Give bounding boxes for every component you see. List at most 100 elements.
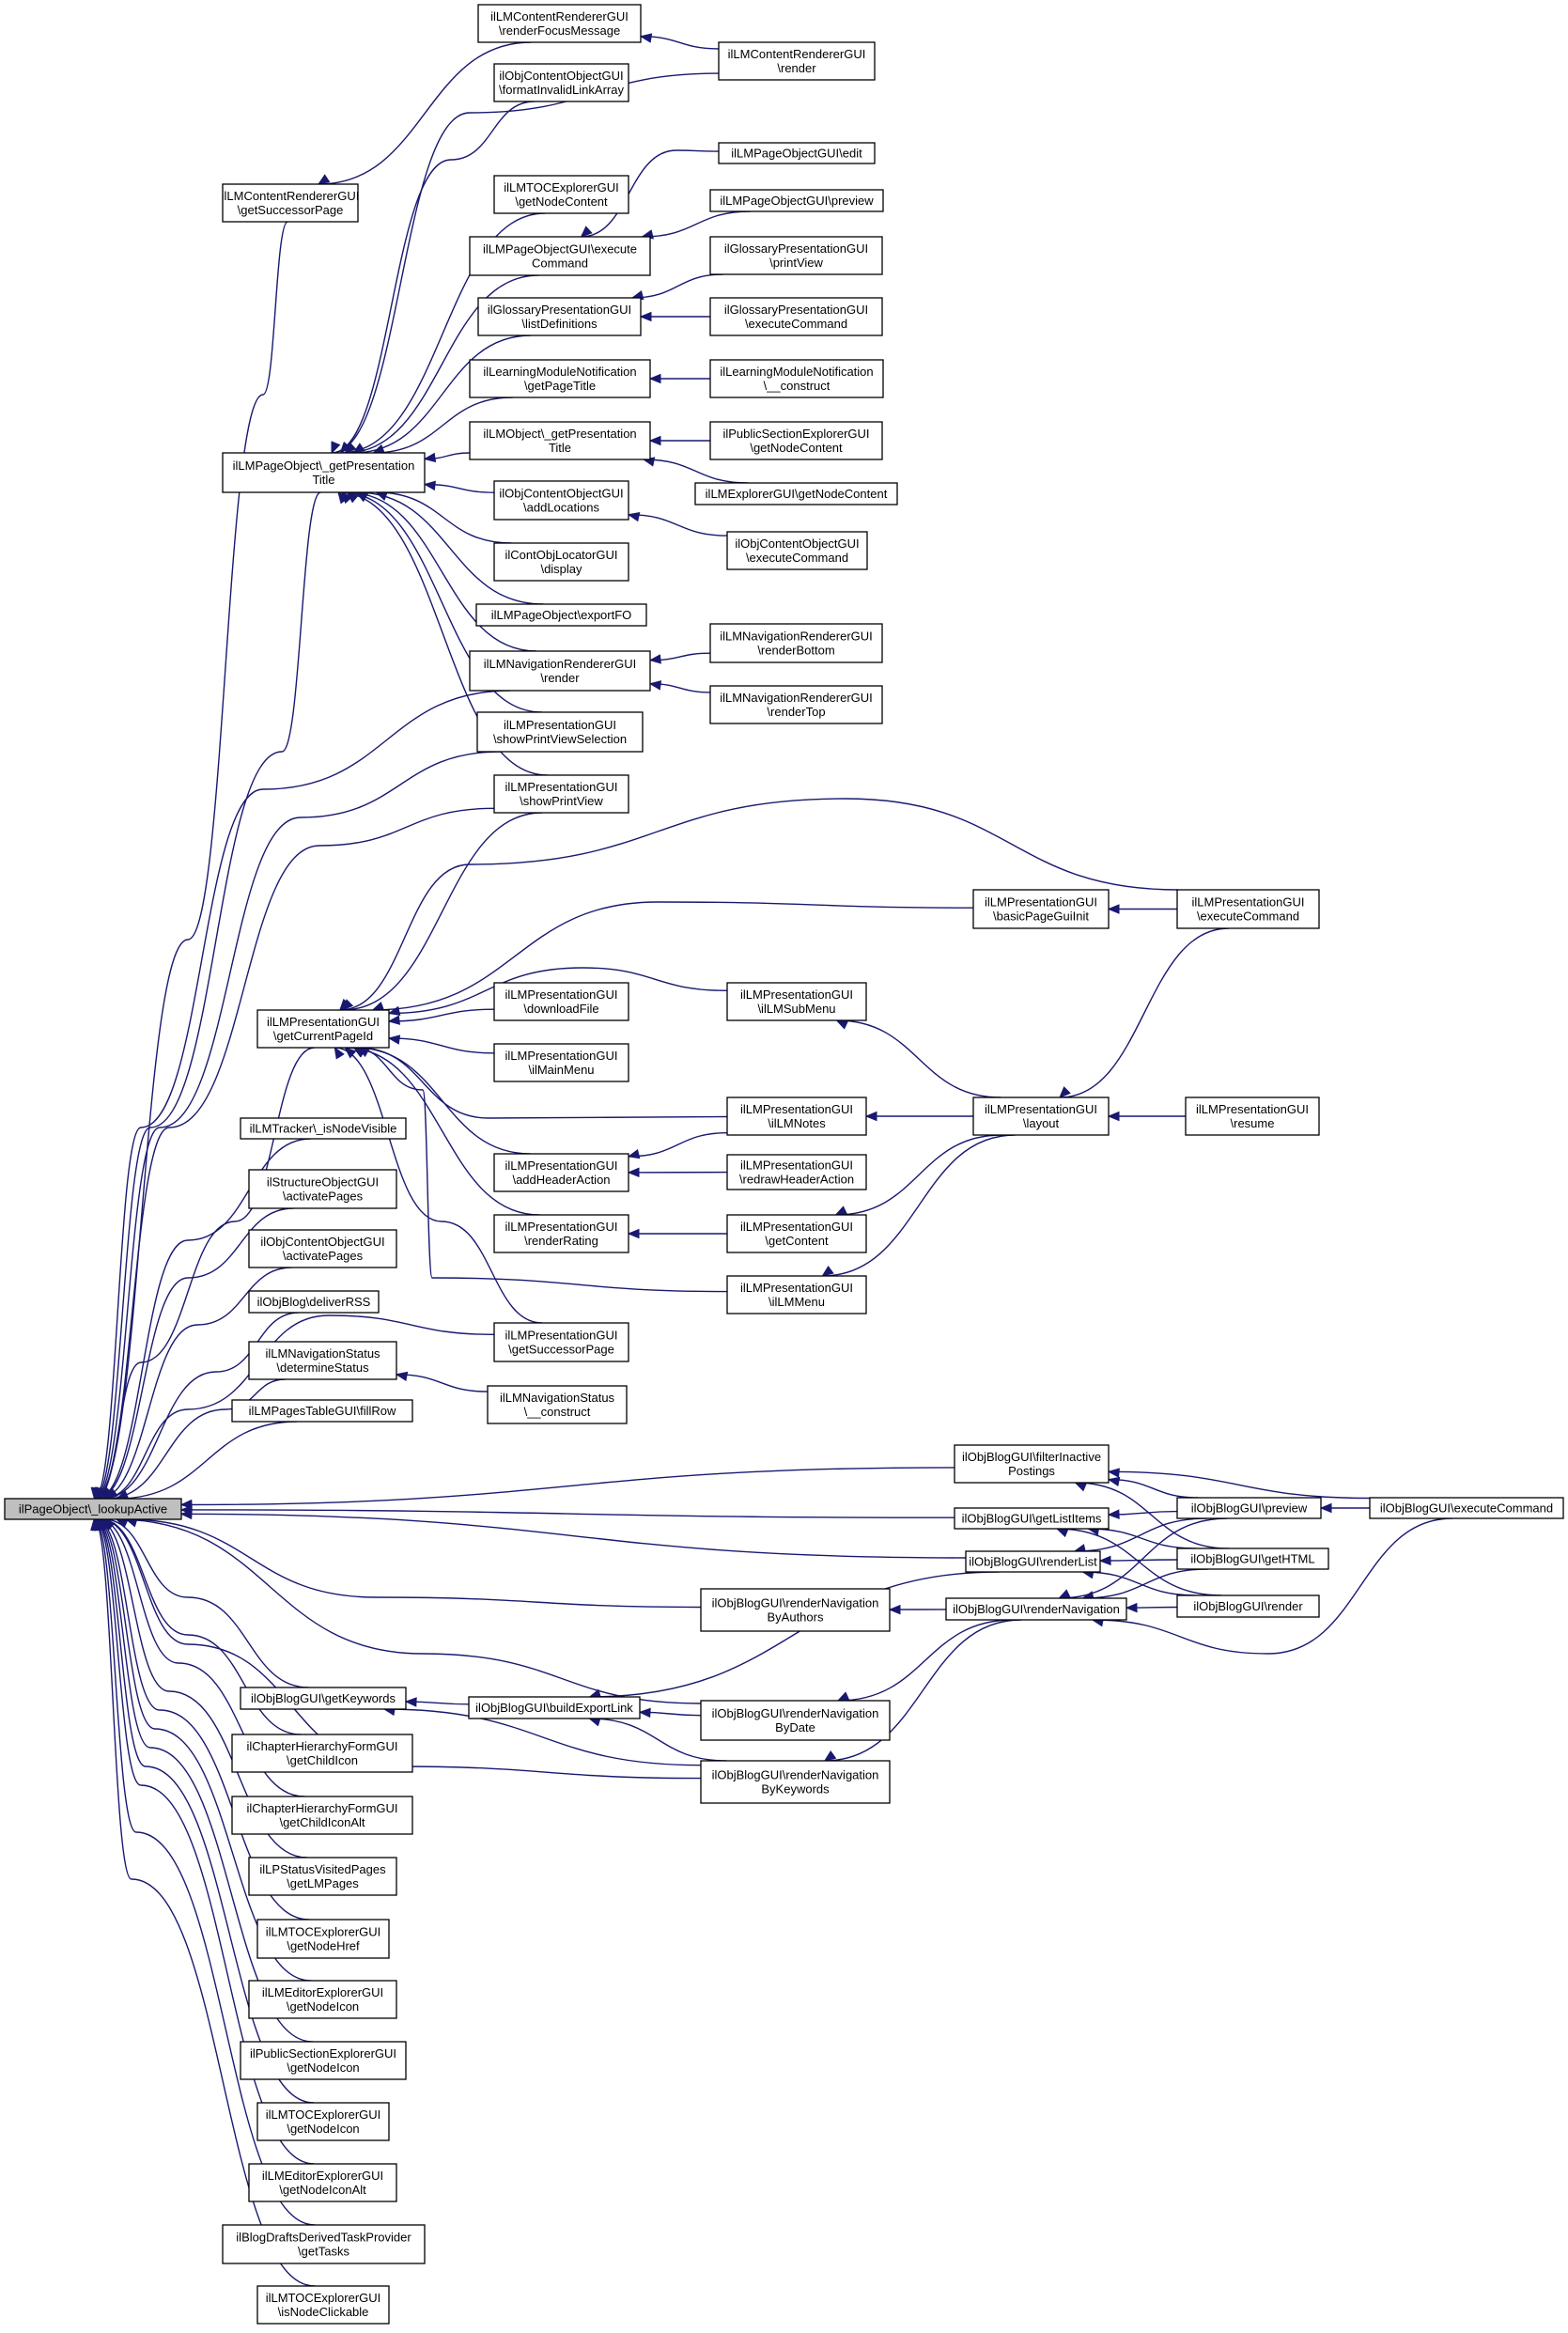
node-label: ilChapterHierarchyFormGUI [246, 1739, 397, 1753]
node-n-nav-bottom[interactable]: ilLMNavigationRendererGUI\renderBottom [709, 623, 883, 663]
node-n-content-render[interactable]: ilLMContentRendererGUI\render [718, 41, 876, 81]
node-n-navrend[interactable]: ilLMNavigationRendererGUI\render [469, 650, 651, 692]
node-n-rss[interactable]: ilObjBlog\deliverRSS [248, 1290, 380, 1314]
node-n-lmexplorer[interactable]: ilLMExplorerGUI\getNodeContent [694, 482, 898, 505]
node-n-editor-icon[interactable]: ilLMEditorExplorerGUI\getNodeIcon [248, 1980, 397, 2019]
node-n-locator[interactable]: ilContObjLocatorGUI\display [493, 542, 629, 582]
node-n-navstatus-con[interactable]: ilLMNavigationStatus\__construct [487, 1385, 628, 1424]
node-n-rating[interactable]: ilLMPresentationGUI\renderRating [493, 1214, 629, 1253]
node-label: ilLMExplorerGUI\getNodeContent [706, 487, 888, 501]
node-n-coo-exec[interactable]: ilObjContentObjectGUI\executeCommand [726, 531, 868, 570]
node-n-blog-render[interactable]: ilObjBlogGUI\render [1176, 1594, 1320, 1618]
node-root[interactable]: ilPageObject\_lookupActive [4, 1498, 182, 1520]
node-n-getcontent[interactable]: ilLMPresentationGUI\getContent [726, 1214, 867, 1253]
node-n-printsel[interactable]: ilLMPresentationGUI\showPrintViewSelecti… [476, 711, 644, 753]
node-n-basicinit[interactable]: ilLMPresentationGUI\basicPageGuiInit [972, 889, 1110, 929]
node-n-toc-click[interactable]: ilLMTOCExplorerGUI\isNodeClickable [256, 2285, 390, 2325]
node-n-drafts[interactable]: ilBlogDraftsDerivedTaskProvider\getTasks [222, 2224, 426, 2264]
node-label: ilLMContentRendererGUI [490, 9, 629, 23]
node-box [1176, 1548, 1329, 1570]
edge-n_tracker-to-root [96, 1138, 311, 1500]
node-n-keywords[interactable]: ilObjBlogGUI\getKeywords [240, 1687, 407, 1710]
edge-n_listitems-to-root [180, 1509, 955, 1518]
node-n-addloc[interactable]: ilObjContentObjectGUI\addLocations [493, 480, 629, 521]
node-n-rendernav[interactable]: ilObjBlogGUI\renderNavigation [945, 1597, 1127, 1621]
node-n-invalid[interactable]: ilObjContentObjectGUI\formatInvalidLinkA… [493, 63, 629, 102]
edge-n_renderlist-to-n_buildexport [589, 1571, 1000, 1698]
node-n-childicon[interactable]: ilChapterHierarchyFormGUI\getChildIcon [231, 1734, 413, 1773]
edge-n_successor-to-root [94, 221, 288, 1500]
node-label: \getLMPages [287, 1876, 359, 1890]
node-n-tracker[interactable]: ilLMTracker\_isNodeVisible [240, 1117, 407, 1140]
arrowhead [1107, 904, 1120, 914]
node-n-headeraction[interactable]: ilLMPresentationGUI\addHeaderAction [493, 1153, 629, 1192]
node-box [954, 1507, 1110, 1530]
node-n-download[interactable]: ilLMPresentationGUI\downloadFile [493, 982, 629, 1021]
node-n-editor-iconalt[interactable]: ilLMEditorExplorerGUI\getNodeIconAlt [248, 2163, 397, 2202]
node-box [469, 650, 651, 692]
arrowhead [627, 511, 641, 522]
node-n-listitems[interactable]: ilObjBlogGUI\getListItems [954, 1507, 1110, 1530]
edge-n_lmmenu-to-n_getcurpage [353, 1047, 728, 1293]
node-n-fillrow[interactable]: ilLMPagesTableGUI\fillRow [231, 1399, 413, 1423]
node-n-content-activate[interactable]: ilObjContentObjectGUI\activatePages [248, 1229, 397, 1268]
node-n-layout[interactable]: ilLMPresentationGUI\layout [972, 1097, 1110, 1136]
node-n-mainmenu[interactable]: ilLMPresentationGUI\ilMainMenu [493, 1043, 629, 1082]
node-n-gloss-exec[interactable]: ilGlossaryPresentationGUI\executeCommand [709, 297, 883, 336]
node-n-buildexport[interactable]: ilObjBlogGUI\buildExportLink [468, 1696, 641, 1719]
node-n-lmmenu[interactable]: ilLMPresentationGUI\ilLMMenu [726, 1275, 867, 1314]
node-n-lpstatus[interactable]: ilLPStatusVisitedPages\getLMPages [248, 1857, 397, 1896]
node-n-pres-succ[interactable]: ilLMPresentationGUI\getSuccessorPage [493, 1322, 629, 1362]
node-n-toc-content[interactable]: ilLMTOCExplorerGUI\getNodeContent [493, 175, 629, 214]
node-n-resume[interactable]: ilLMPresentationGUI\resume [1185, 1097, 1320, 1136]
node-label: ilObjContentObjectGUI [499, 69, 623, 83]
node-n-gloss-print[interactable]: ilGlossaryPresentationGUI\printView [709, 236, 883, 275]
node-n-getcurpage[interactable]: ilLMPresentationGUI\getCurrentPageId [256, 1009, 390, 1049]
node-n-gloss-list[interactable]: ilGlossaryPresentationGUI\listDefinition… [477, 297, 642, 336]
arrowhead [90, 1517, 101, 1531]
node-box [493, 480, 629, 521]
node-n-lmnotif-title[interactable]: ilLearningModuleNotification\getPageTitl… [469, 359, 651, 398]
node-n-exportfo[interactable]: ilLMPageObject\exportFO [475, 603, 647, 627]
node-label: ilLMPagesTableGUI\fillRow [249, 1404, 396, 1418]
node-box [477, 4, 642, 43]
node-n-nav-top[interactable]: ilLMNavigationRendererGUI\renderTop [709, 685, 883, 724]
node-n-focus[interactable]: ilLMContentRendererGUI\renderFocusMessag… [477, 4, 642, 43]
node-label: \showPrintViewSelection [493, 732, 627, 746]
node-n-submenu[interactable]: ilLMPresentationGUI\ilLMSubMenu [726, 982, 867, 1021]
node-label: ilObjBlogGUI\getListItems [962, 1512, 1102, 1526]
node-n-childiconalt[interactable]: ilChapterHierarchyFormGUI\getChildIconAl… [231, 1796, 413, 1835]
node-n-toc-href[interactable]: ilLMTOCExplorerGUI\getNodeHref [256, 1919, 390, 1959]
node-n-pog-edit[interactable]: ilLMPageObjectGUI\edit [718, 142, 876, 164]
node-n-pres-exec[interactable]: ilLMPresentationGUI\executeCommand [1176, 889, 1320, 929]
node-n-printview[interactable]: ilLMPresentationGUI\showPrintView [493, 774, 629, 814]
node-n-lmnotif-con[interactable]: ilLearningModuleNotification\__construct [709, 359, 884, 398]
arrowhead [101, 1487, 115, 1500]
edge-n_navstatus_con-to-n_navstatus [396, 1374, 489, 1392]
node-box [493, 542, 629, 582]
node-n-blog-html[interactable]: ilObjBlogGUI\getHTML [1176, 1548, 1329, 1570]
node-n-blog-preview[interactable]: ilObjBlogGUI\preview [1176, 1497, 1322, 1519]
node-box [726, 982, 867, 1021]
node-n-public-content[interactable]: ilPublicSectionExplorerGUI\getNodeConten… [709, 421, 883, 460]
node-label: ilLMPresentationGUI [740, 1220, 853, 1234]
node-n-toc-icon[interactable]: ilLMTOCExplorerGUI\getNodeIcon [256, 2102, 390, 2141]
node-n-struct-activate[interactable]: ilStructureObjectGUI\activatePages [248, 1169, 397, 1209]
edge-n_blog_exec-to-n_filter [1108, 1470, 1371, 1500]
node-n-successor[interactable]: ilLMContentRendererGUI\getSuccessorPage [222, 183, 360, 223]
node-n-navstatus[interactable]: ilLMNavigationStatus\determineStatus [248, 1341, 397, 1380]
node-n-redraw[interactable]: ilLMPresentationGUI\redrawHeaderAction [726, 1154, 867, 1190]
node-n-renderlist[interactable]: ilObjBlogGUI\renderList [965, 1550, 1101, 1573]
edge-n_pageobj_title-to-root [94, 491, 321, 1500]
node-n-blog-exec[interactable]: ilObjBlogGUI\executeCommand [1369, 1497, 1564, 1519]
node-n-pageobjgui-exec[interactable]: ilLMPageObjectGUI\executeCommand [469, 236, 651, 276]
node-n-public-icon[interactable]: ilPublicSectionExplorerGUI\getNodeIcon [240, 2041, 407, 2080]
node-n-notes[interactable]: ilLMPresentationGUI\ilLMNotes [726, 1097, 867, 1136]
node-n-pog-preview[interactable]: ilLMPageObjectGUI\preview [709, 189, 884, 212]
